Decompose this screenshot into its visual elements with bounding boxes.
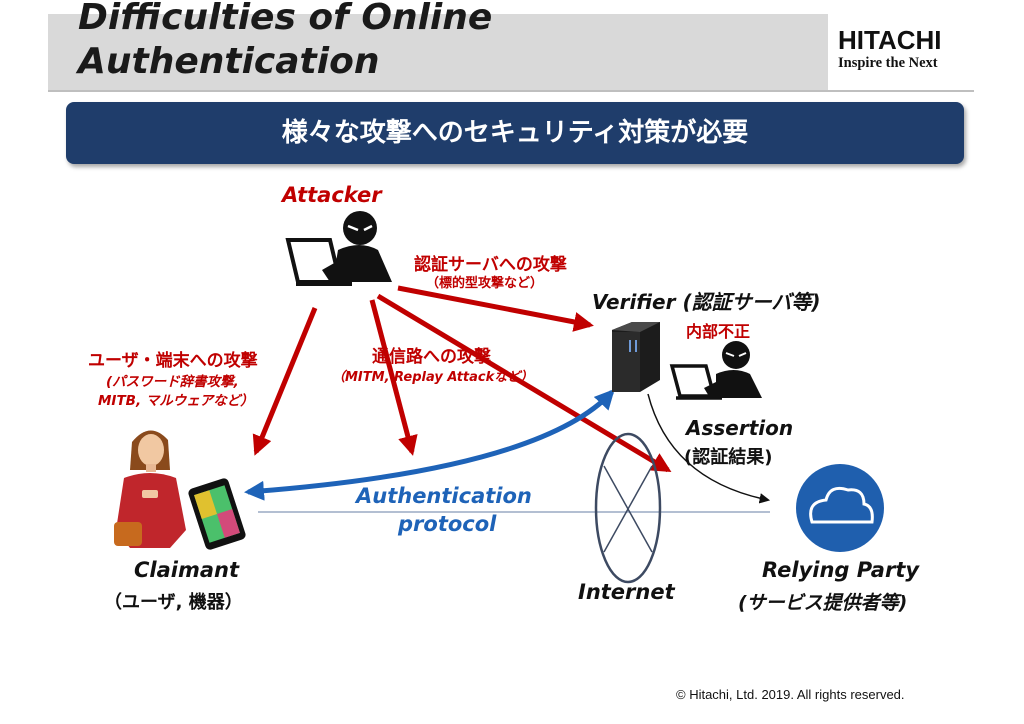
insider-label: 内部不正 <box>686 322 751 341</box>
attack-channel-label: 通信路への攻撃 <box>372 347 491 367</box>
protocol-label-line1: Authentication <box>356 484 532 508</box>
logo-name: HITACHI <box>838 25 942 55</box>
attack-server-label: 認証サーバへの攻撃 <box>414 255 567 275</box>
arrow-auth-protocol <box>244 389 615 501</box>
copyright: © Hitachi, Ltd. 2019. All rights reserve… <box>676 687 905 702</box>
slide-title: Difficulties of Online Authentication <box>78 0 818 84</box>
banner: 様々な攻撃へのセキュリティ対策が必要 <box>66 102 964 164</box>
slide-title-line1: Difficulties of Online <box>78 0 493 38</box>
arrow-attack-server <box>397 285 594 332</box>
attack-device-sublabel2: MITB, マルウェアなど） <box>98 393 254 409</box>
internet-label: Internet <box>578 580 675 604</box>
assertion-sublabel: (認証結果) <box>684 447 773 468</box>
hitachi-logo: HITACHI Inspire the Next <box>838 26 968 72</box>
attack-device-sublabel1: (パスワード辞書攻撃, <box>106 374 239 390</box>
attack-channel-sublabel: （MITM, Replay Attackなど） <box>332 370 534 385</box>
attack-device-label: ユーザ・端末への攻撃 <box>88 351 258 371</box>
attack-server-sublabel: （標的型攻撃など） <box>426 276 544 291</box>
header-rule <box>48 90 974 92</box>
arrow-assertion <box>647 393 771 504</box>
attacker-icon <box>285 211 392 286</box>
smartphone-icon <box>188 478 246 550</box>
relying-party-label: Relying Party <box>762 558 920 582</box>
header-band <box>48 14 828 90</box>
verifier-label: Verifier (認証サーバ等) <box>592 290 821 314</box>
claimant-label: Claimant <box>134 558 240 582</box>
relying-party-sublabel: (サービス提供者等) <box>738 592 908 614</box>
internet-globe-icon <box>594 432 662 584</box>
attacker-label: Attacker <box>282 183 382 207</box>
server-icon <box>612 322 660 392</box>
logo-tagline: Inspire the Next <box>838 55 938 71</box>
arrow-attack-device <box>252 307 318 456</box>
woman-icon <box>114 430 186 548</box>
arrow-attack-channel-2 <box>376 293 672 473</box>
assertion-label: Assertion <box>686 416 794 440</box>
insider-icon <box>669 341 762 400</box>
cloud-icon <box>796 464 884 552</box>
slide-title-line2: Authentication <box>78 41 380 82</box>
claimant-sublabel: （ユーザ, 機器） <box>104 592 243 613</box>
protocol-label-line2: protocol <box>398 512 497 536</box>
